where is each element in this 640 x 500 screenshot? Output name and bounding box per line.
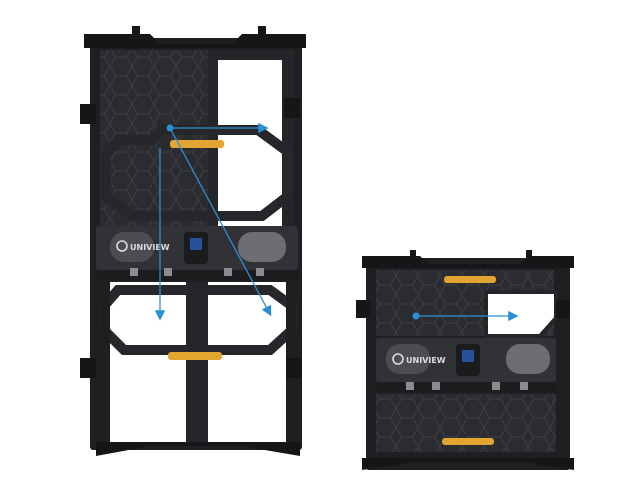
- brand-text: UNIVIEW: [406, 356, 446, 365]
- direction-arrows: [154, 122, 272, 321]
- bottom-handle: [168, 352, 222, 360]
- brand-text: UNIVIEW: [130, 243, 170, 252]
- top-handle: [170, 140, 224, 148]
- direction-arrow: [412, 310, 519, 322]
- tall-led-cabinet: UNIVIEW: [80, 26, 306, 456]
- upper-handle: [444, 276, 496, 283]
- square-led-cabinet: UNIVIEW: [356, 250, 574, 470]
- lower-handle: [442, 438, 494, 445]
